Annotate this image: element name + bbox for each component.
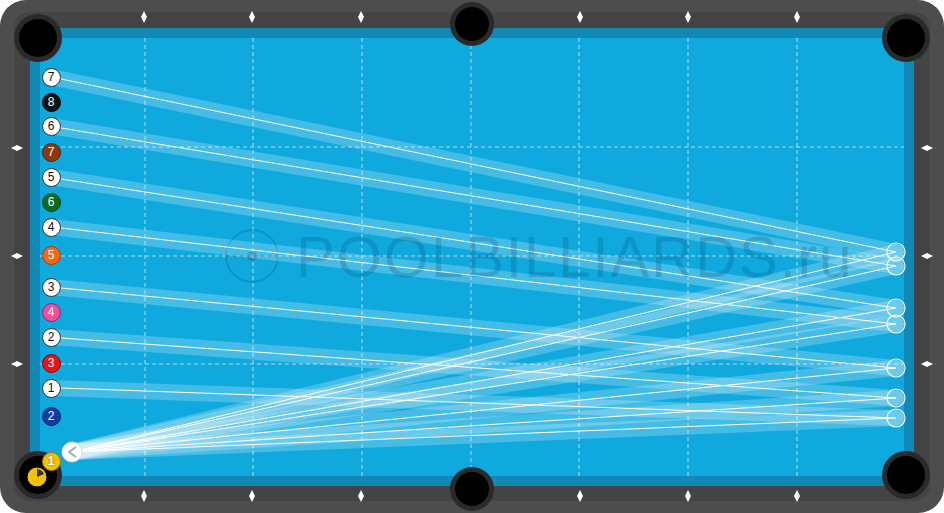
cushion xyxy=(30,28,914,486)
ball: 8 xyxy=(42,93,61,112)
ball: 1 xyxy=(42,379,61,398)
ball: 2 xyxy=(42,407,61,426)
ball: 7 xyxy=(42,68,61,87)
ball: 2 xyxy=(42,328,61,347)
ball: 5 xyxy=(42,168,61,187)
ball-number: 6 xyxy=(48,120,55,132)
shot-lines xyxy=(61,79,896,452)
watermark: POOLBILLIARDS.ru xyxy=(296,223,853,290)
cue-ball xyxy=(62,442,82,462)
ball-number: 5 xyxy=(48,249,55,261)
ball-number: 8 xyxy=(48,96,55,108)
ball: 6 xyxy=(42,117,61,136)
ball-number: 1 xyxy=(48,455,55,467)
ball-number: 5 xyxy=(48,171,55,183)
ghost-balls xyxy=(887,243,905,427)
ball: 3 xyxy=(42,278,61,297)
ball: 4 xyxy=(42,218,61,237)
ball: 5 xyxy=(42,246,61,265)
ball-number: 7 xyxy=(48,146,55,158)
rail-inner xyxy=(14,12,930,501)
ball: 3 xyxy=(42,354,61,373)
ball: 6 xyxy=(42,193,61,212)
grid-lines xyxy=(40,38,904,476)
ball-number: 3 xyxy=(48,357,55,369)
pockets xyxy=(14,2,930,511)
ball: 4 xyxy=(42,303,61,322)
pocketed-ball xyxy=(27,467,47,487)
ball-number: 3 xyxy=(48,281,55,293)
cloth xyxy=(40,38,904,476)
diamond-markers xyxy=(11,11,933,502)
shot-bands xyxy=(51,77,896,452)
ball-number: 4 xyxy=(48,306,55,318)
ball-number: 2 xyxy=(48,331,55,343)
ball: 7 xyxy=(42,143,61,162)
ball-number: 2 xyxy=(48,410,55,422)
ball-number: 4 xyxy=(48,221,55,233)
ball: 1 xyxy=(42,452,61,471)
ball-number: 6 xyxy=(48,196,55,208)
ball-number: 7 xyxy=(48,71,55,83)
ball-number: 1 xyxy=(48,382,55,394)
